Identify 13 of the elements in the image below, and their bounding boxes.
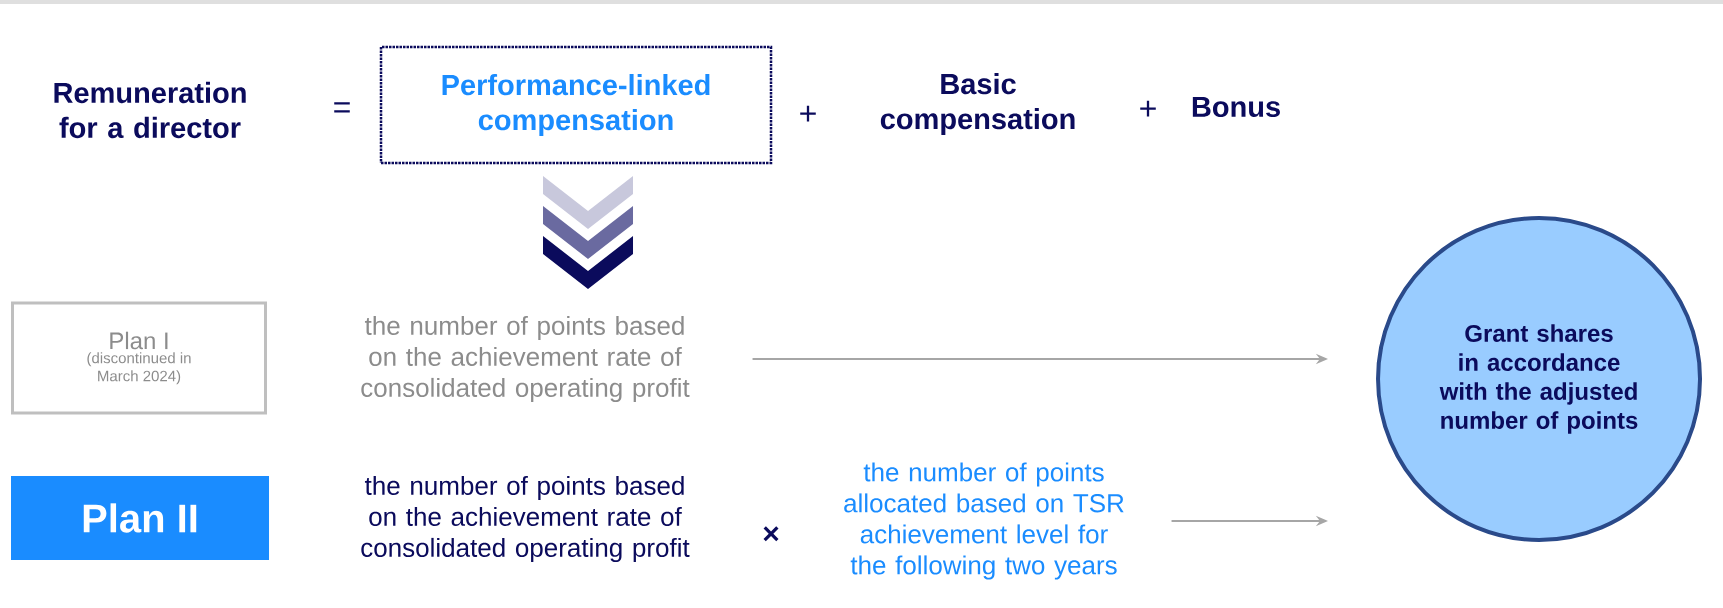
plus-sign: + (800, 105, 816, 122)
heading-text: Basic compensation (880, 73, 1075, 135)
description-text: the number of points allocated based on TSR achievement level for the following two years (844, 462, 1124, 580)
plan-box: Plan I (discontinued in March 2024) (11, 301, 267, 415)
plan-box: Plan II (11, 476, 269, 560)
description-text: the number of points based on the achievement rate of consolidated operating profit (361, 475, 690, 563)
plus-sign: + (1140, 100, 1156, 117)
dotted-box: Performance-linked compensation (379, 45, 773, 165)
description-text: the number of points based on the achievement rate of consolidated operating profit (361, 315, 690, 403)
heading-text: Remuneration for a director (54, 81, 246, 139)
equals-sign: = (334, 102, 350, 113)
times-sign: × (763, 526, 779, 542)
heading-text: Bonus (1192, 96, 1280, 118)
